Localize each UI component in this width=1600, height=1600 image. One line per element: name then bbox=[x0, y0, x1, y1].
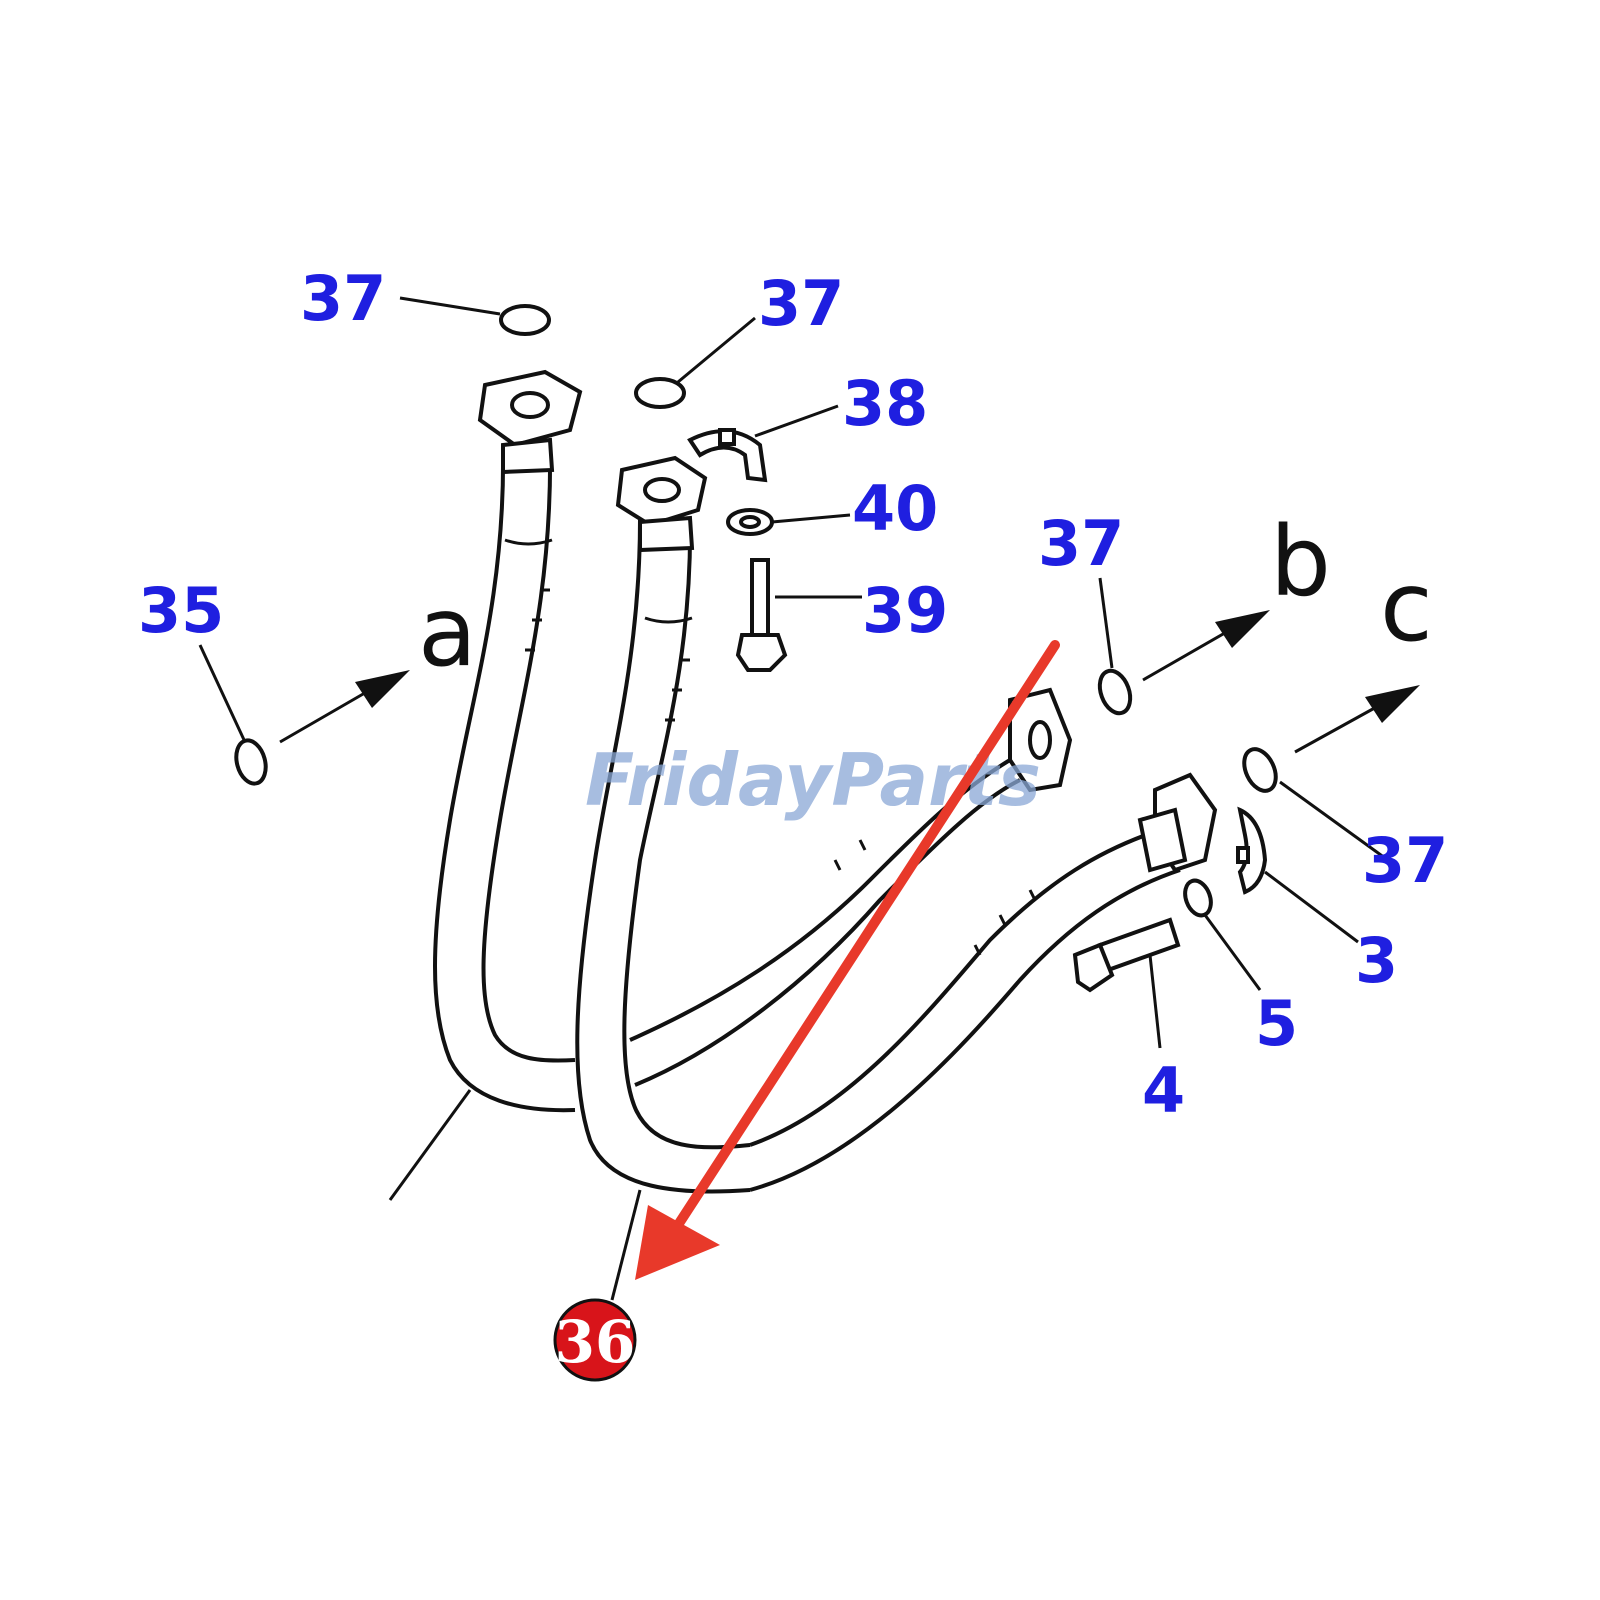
hose-left-outer bbox=[433, 449, 576, 1113]
callout-5: 5 bbox=[1255, 987, 1298, 1060]
split-flange-38 bbox=[687, 428, 768, 483]
view-letter-c: c bbox=[1380, 551, 1433, 663]
o-ring-35 bbox=[234, 738, 268, 786]
callout-4: 4 bbox=[1142, 1054, 1185, 1127]
flange-right-lower bbox=[1137, 772, 1218, 873]
view-letter-a: a bbox=[418, 576, 477, 688]
hose-right-upper-b bbox=[634, 778, 1021, 1087]
view-arrow-b bbox=[1142, 610, 1270, 682]
bolt-4 bbox=[1072, 917, 1181, 993]
collar-middle bbox=[644, 616, 693, 624]
hose-assembly bbox=[388, 449, 1181, 1301]
callout-38: 38 bbox=[842, 367, 928, 440]
o-ring-37-top-left bbox=[499, 304, 551, 336]
collar-left bbox=[504, 538, 553, 546]
view-arrow-c bbox=[1294, 685, 1420, 754]
callout-35: 35 bbox=[138, 574, 224, 647]
callout-3: 3 bbox=[1355, 924, 1398, 997]
leader-36-b bbox=[610, 1189, 642, 1301]
view-arrow-a bbox=[279, 670, 410, 744]
view-letter-b: b bbox=[1270, 506, 1331, 618]
flange-right-upper bbox=[1008, 687, 1073, 793]
hose-tick-marks bbox=[525, 588, 1037, 956]
callout-37-right: 37 bbox=[1038, 507, 1124, 580]
o-ring-37-lower-right bbox=[1242, 747, 1278, 793]
callout-37-top-left: 37 bbox=[300, 262, 386, 335]
hose-right-lower-a bbox=[749, 828, 1161, 1147]
hose-left-inner bbox=[481, 449, 576, 1063]
highlighted-part-number: 36 bbox=[555, 1308, 636, 1376]
callout-39: 39 bbox=[862, 574, 948, 647]
callout-37-top-mid: 37 bbox=[758, 267, 844, 340]
washer-40-hole bbox=[739, 515, 761, 529]
hose-middle-inner bbox=[622, 519, 751, 1150]
flange-middle bbox=[615, 455, 708, 553]
washer-5 bbox=[1183, 878, 1213, 918]
hose-middle-outer bbox=[575, 519, 751, 1194]
split-flange-3 bbox=[1236, 806, 1268, 895]
hose-right-lower-b bbox=[749, 868, 1181, 1192]
callout-37-lower-right: 37 bbox=[1362, 824, 1448, 897]
bolt-39 bbox=[735, 558, 788, 672]
watermark: FridayParts bbox=[585, 738, 1041, 822]
highlighted-part-badge: 36 bbox=[553, 1298, 637, 1382]
o-ring-37-right bbox=[1097, 668, 1133, 716]
highlight-arrow bbox=[635, 640, 1060, 1280]
leader-36-a bbox=[388, 1089, 472, 1201]
flange-left bbox=[477, 369, 583, 475]
o-ring-37-top-mid bbox=[634, 377, 686, 409]
callout-40: 40 bbox=[852, 472, 938, 545]
leader-lines bbox=[198, 296, 1386, 1049]
